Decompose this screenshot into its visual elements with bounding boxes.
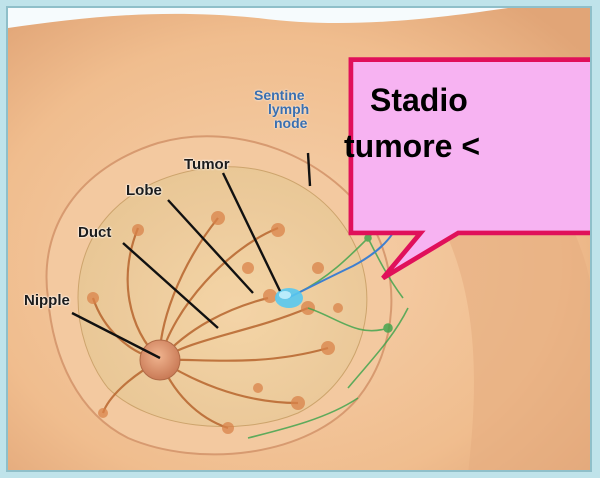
nipple-shape <box>140 340 180 380</box>
figure-frame: Sentine lymph node Tumor Lobe Duct Nippl… <box>6 6 592 472</box>
label-sentinel-line3: node <box>274 116 307 131</box>
callout-line2: tumore < <box>344 126 584 166</box>
label-tumor: Tumor <box>184 156 230 173</box>
label-lobe: Lobe <box>126 182 162 199</box>
callout-line1: Stadio <box>370 80 592 120</box>
label-nipple: Nipple <box>24 292 70 309</box>
label-duct: Duct <box>78 224 111 241</box>
